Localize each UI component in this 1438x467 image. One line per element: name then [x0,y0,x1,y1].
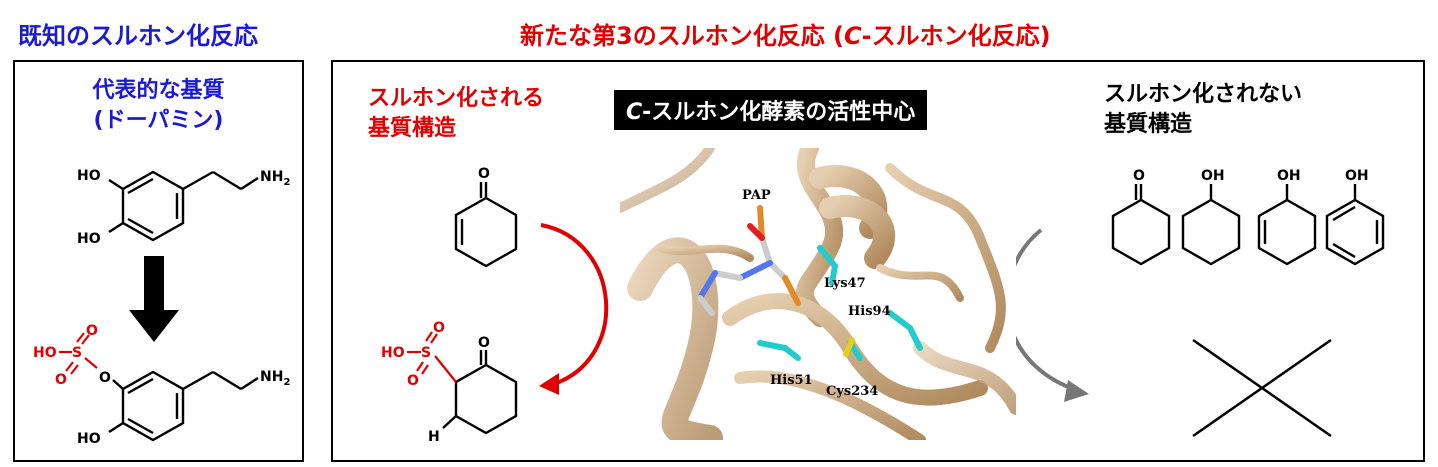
c-product-h: H [428,429,440,445]
dopamine-structure [108,170,259,242]
product-sulfonate-bonds [407,331,457,383]
new-reaction-header: 新たな第3のスルホン化反応 (C-スルホン化反応) [520,16,1051,51]
sulfonated-product-structure [442,350,518,435]
left-title-line1: 代表的な基質 [92,78,225,103]
product-ho-s: HO [33,345,57,361]
dopamine-ho-top: HO [77,168,101,184]
product-o2: O [55,372,67,388]
residue-label-lys47: Lys47 [824,276,866,291]
enzyme-structure-image: PAP Lys47 His94 His51 Cys234 [620,148,1016,440]
residue-label-his94: His94 [848,304,891,319]
sulfonated-label-line2: 基質構造 [368,116,457,141]
protein-ribbon-illustration [620,148,1016,440]
dopamine-ho-bottom: HO [77,231,101,247]
non-substrate-o: O [1133,168,1145,184]
non-sulfonated-substrate-label: スルホン化されない 基質構造 [1104,80,1302,140]
dopamine-scheme: HO HO NH2 HO S O O O HO NH2 [33,168,290,447]
left-title-line2: (ドーパミン) [93,108,224,133]
non-sulfonated-label-line1: スルホン化されない [1104,82,1303,107]
new-reaction-header-suffix: -スルホン化反応) [861,22,1051,50]
dopamine-sulfate-structure [108,370,259,442]
substrate-keto-o: O [478,166,490,182]
c-product-o2: O [407,373,419,389]
residue-label-his51: His51 [770,373,813,388]
representative-substrate-title: 代表的な基質 (ドーパミン) [13,76,304,136]
sulfonated-label-line1: スルホン化される [368,86,545,111]
no-reaction-arrowhead [1064,380,1089,402]
non-substrate-phenol [1325,184,1385,266]
reaction-arrow-down [129,256,179,342]
enzyme-active-site-title: C-スルホン化酵素の活性中心 [614,90,928,130]
sulfonated-substrate-label: スルホン化される 基質構造 [368,84,544,144]
known-reaction-header: 既知のスルホン化反応 [18,22,258,50]
product-o-link: O [99,370,111,386]
enzyme-title-rest: -スルホン化酵素の活性中心 [642,100,916,125]
cyclohexenone-structure [454,182,518,268]
product-amine: NH2 [260,369,290,388]
non-substrate-cyclohexanone [1111,184,1171,266]
non-substrate-oh1: OH [1201,168,1225,184]
non-sulfonated-label-line2: 基質構造 [1104,112,1193,137]
product-ho-bottom: HO [77,431,101,447]
no-reaction-arrow [1005,228,1077,392]
sulfonation-arrow [540,223,609,387]
c-product-ho: HO [381,345,405,361]
enzyme-title-italic: C [626,100,643,125]
no-reaction-x-mark [1192,338,1332,438]
non-substrate-cyclohexanol [1181,184,1241,266]
residue-label-cys234: Cys234 [826,384,879,399]
new-reaction-header-prefix: 新たな第3のスルホン化反応 ( [520,22,845,50]
non-substrate-oh2: OH [1277,168,1301,184]
product-o1: O [86,323,98,339]
sulfonation-arrowhead [539,373,559,395]
product-s: S [72,345,82,361]
non-substrate-oh3: OH [1345,168,1369,184]
residue-label-pap: PAP [742,188,771,203]
c-product-o1: O [433,320,445,336]
c-product-s: S [421,345,431,361]
non-substrate-cyclohexenol [1257,184,1317,266]
new-reaction-header-italic: C [844,22,862,50]
c-product-keto-o: O [478,335,490,351]
dopamine-amine: NH2 [260,169,290,188]
sulfonate-bonds [59,332,98,375]
